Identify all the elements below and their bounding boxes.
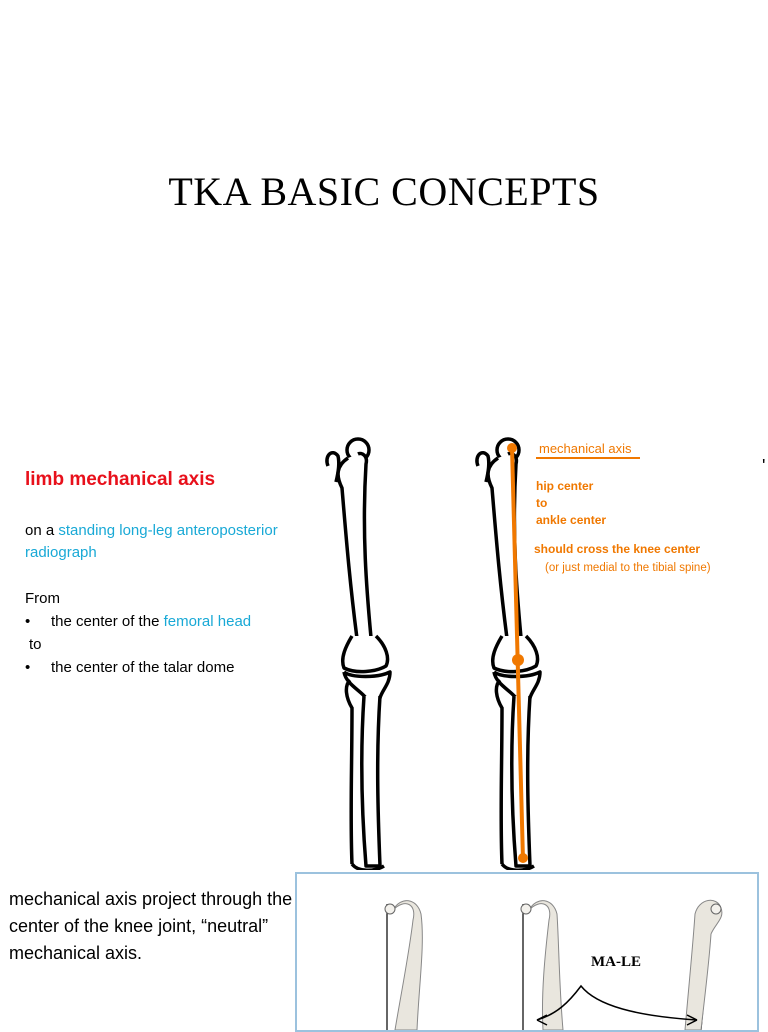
inset-femur-left xyxy=(384,900,423,1030)
ankle-center-marker xyxy=(518,853,528,863)
inset-femur-middle xyxy=(520,900,564,1030)
slide-title: TKA BASIC CONCEPTS xyxy=(168,169,600,214)
inset-bone-diagram: MA-LE xyxy=(384,899,723,1030)
inset-femur-right xyxy=(684,899,723,1030)
from-label: From xyxy=(25,590,60,607)
radiograph-prefix: on a xyxy=(25,522,59,539)
inset-label-ma-le: MA-LE xyxy=(591,954,641,970)
inset-figure: MA-LE xyxy=(295,872,759,1032)
label-ankle-center: ankle center xyxy=(536,513,606,527)
bullet1-prefix: the center of the xyxy=(51,613,160,630)
bullet2-text: the center of the talar dome xyxy=(51,659,235,676)
label-mechanical-axis: mechanical axis xyxy=(539,441,632,456)
label-hip-center: hip center xyxy=(536,479,594,493)
to-label: to xyxy=(29,636,42,653)
bullet-glyph: • xyxy=(25,659,31,676)
mechanical-axis-line xyxy=(510,447,525,861)
leg-illustration-axis xyxy=(475,437,542,870)
bullet-femoral-head: • the center of the femoral head xyxy=(25,613,251,630)
knee-center-marker xyxy=(512,654,524,666)
section-heading: limb mechanical axis xyxy=(25,469,216,490)
leg-bone-diagram: mechanical axis hip center to ankle cent… xyxy=(325,437,765,870)
radiograph-text: on a standing long-leg anteroposterior r… xyxy=(25,520,285,564)
hip-center-marker xyxy=(507,443,517,453)
label-tibial-spine: (or just medial to the tibial spine) xyxy=(545,562,711,574)
label-knee-cross: should cross the knee center xyxy=(534,542,700,556)
bullet-glyph: • xyxy=(25,613,31,630)
edge-mark: ' xyxy=(762,456,765,476)
leg-illustration-plain xyxy=(325,437,392,870)
bullet-talar-dome: • the center of the talar dome xyxy=(25,659,234,676)
label-to: to xyxy=(536,496,547,510)
inset-angle-arc xyxy=(536,984,698,1021)
mechanical-axis-note: mechanical axis project through the cent… xyxy=(9,889,293,963)
bullet1-highlight: femoral head xyxy=(163,613,252,630)
radiograph-highlight: standing long-leg anteroposterior radiog… xyxy=(25,522,278,561)
